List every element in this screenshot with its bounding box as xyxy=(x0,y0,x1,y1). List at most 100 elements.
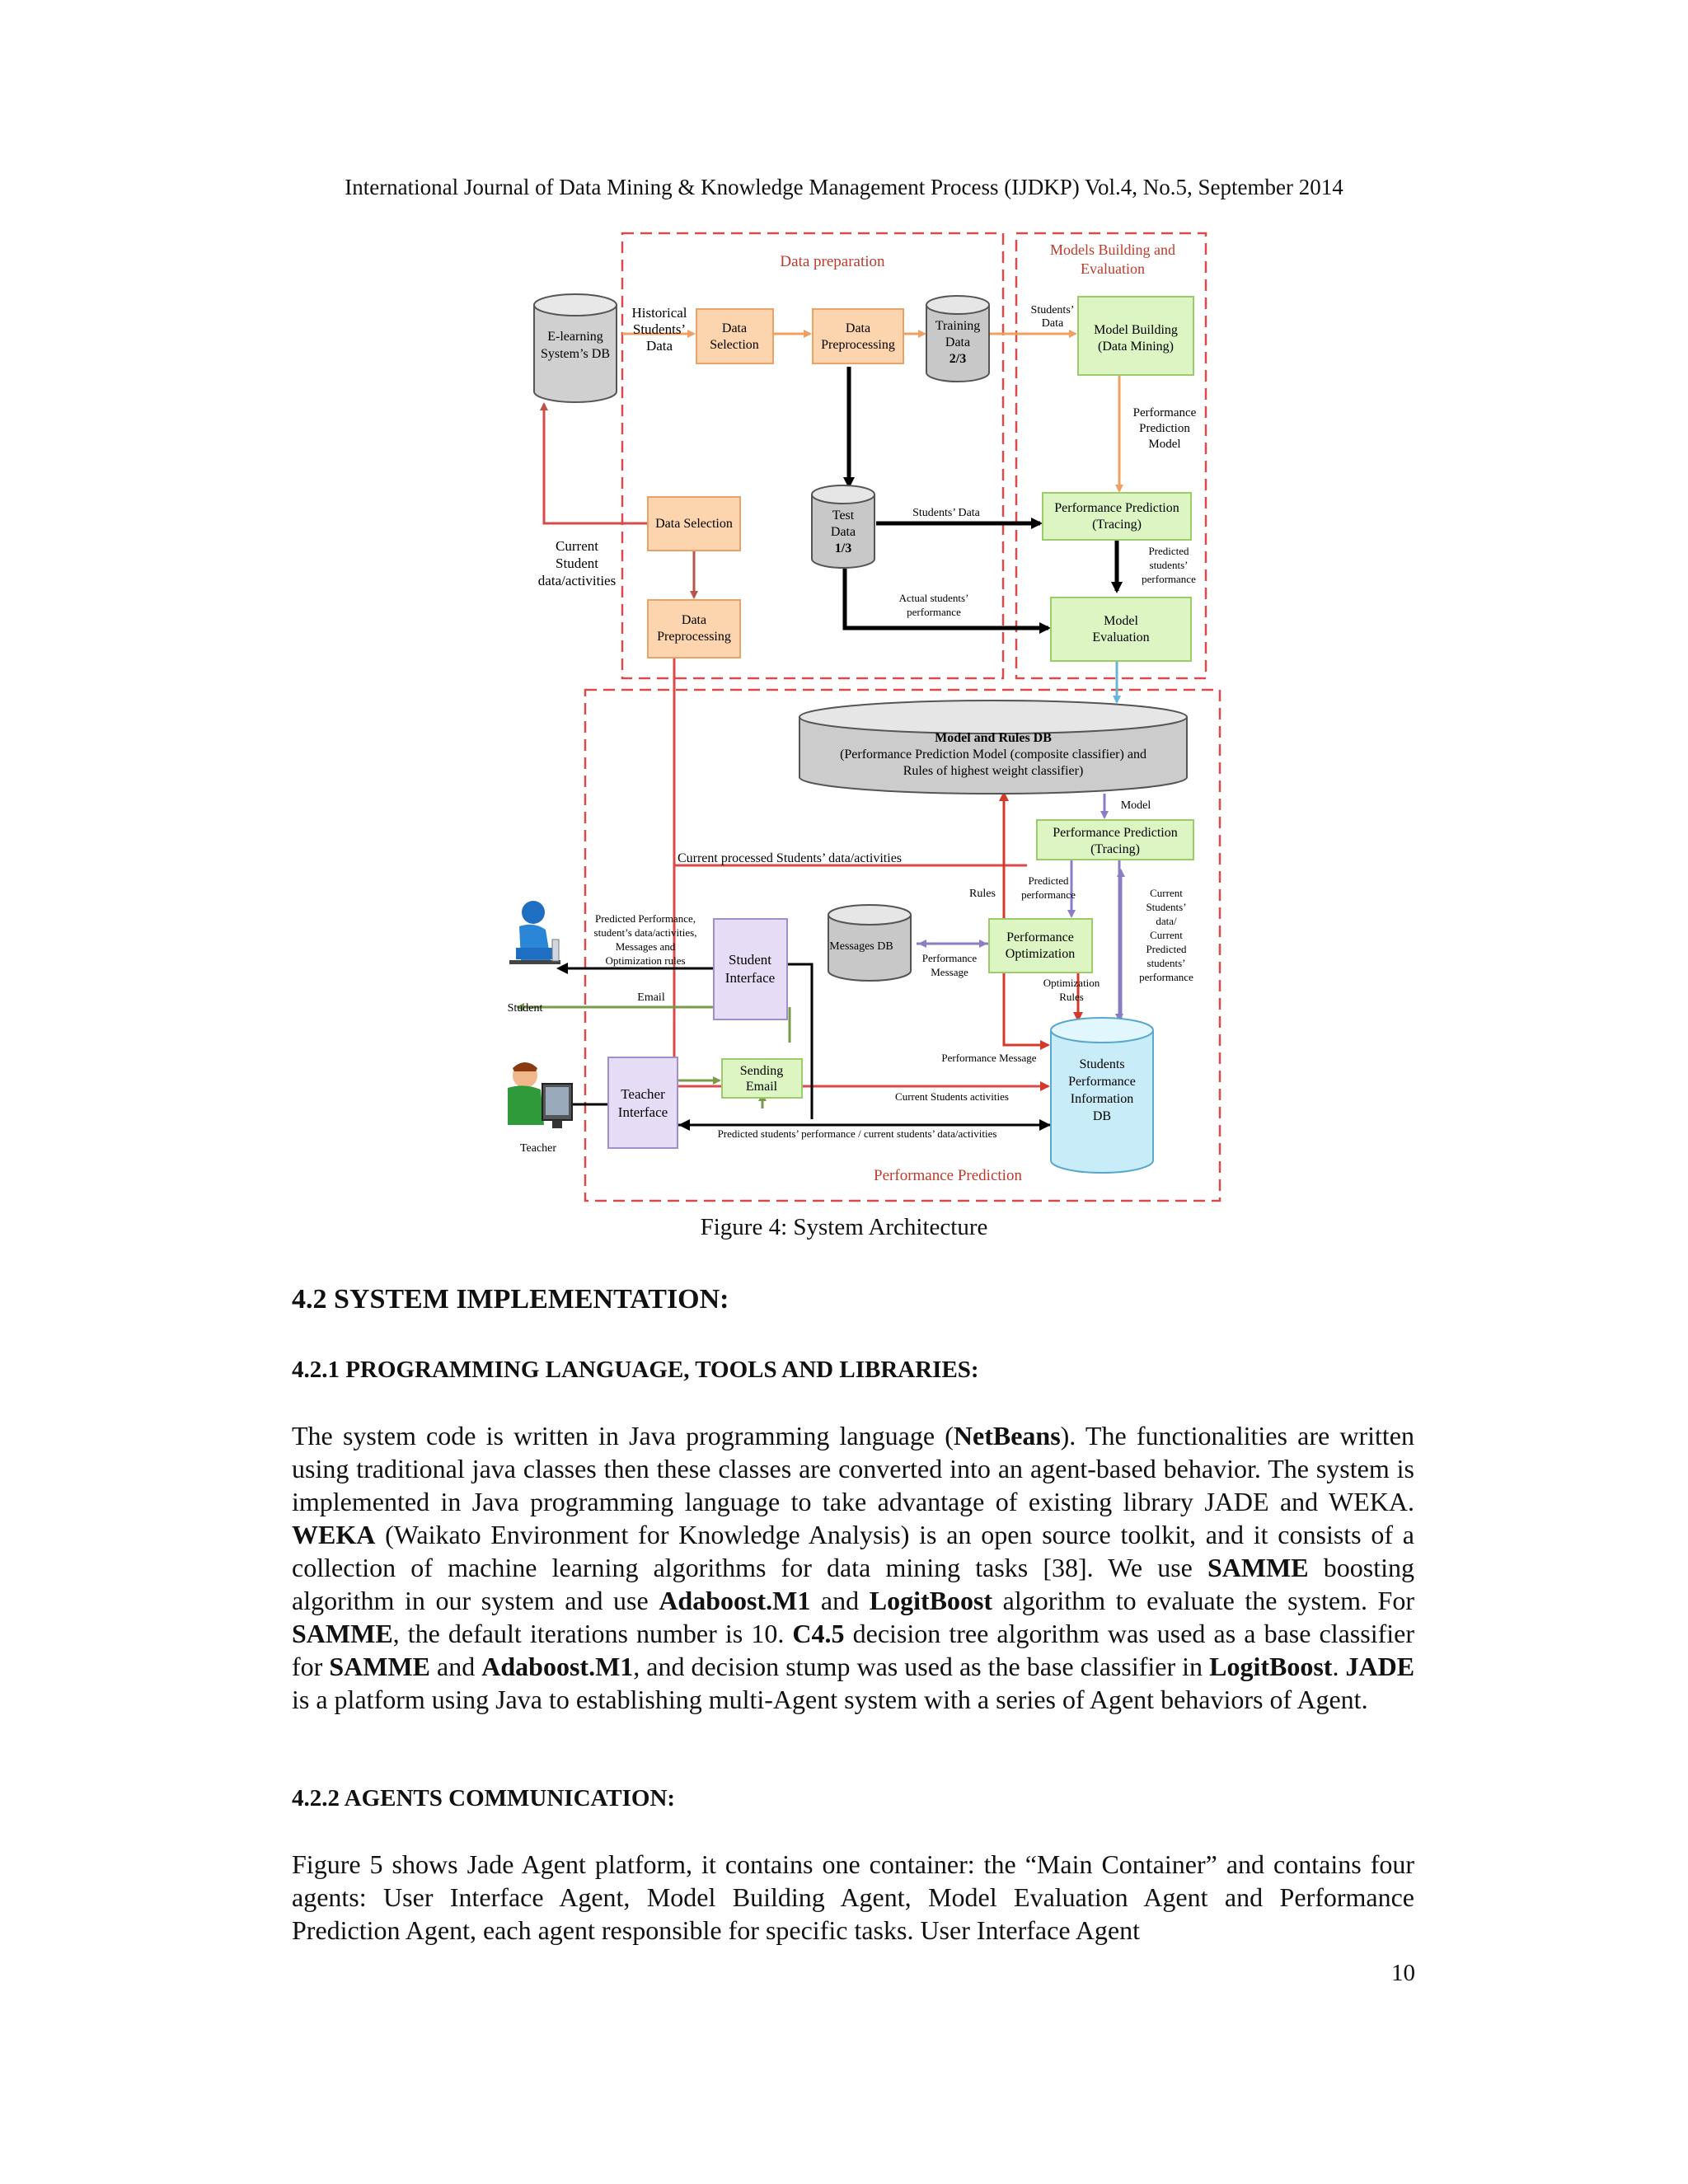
diagram-label-train-2: Data xyxy=(945,335,970,349)
diagram-label-mb-2: (Data Mining) xyxy=(1098,340,1174,354)
diagram-label-curstu-4: Current xyxy=(1150,929,1183,941)
diagram-label-sdata: Students’ Data xyxy=(912,507,981,519)
test-data-cylinder xyxy=(811,485,875,569)
model-building-box xyxy=(1077,296,1194,376)
diagram-label-msgdb: Messages DB xyxy=(829,940,893,953)
performance-prediction-label: Performance Prediction xyxy=(874,1167,1022,1184)
diagram-label-rulesdb-2: (Performance Prediction Model (composite… xyxy=(840,748,1146,762)
diagram-label-pp2-2: (Tracing) xyxy=(1090,842,1140,856)
data-preprocessing-box-2 xyxy=(647,599,741,658)
diagram-label-sd-2: Data xyxy=(1042,317,1064,330)
diagram-label-dpre1-2: Preprocessing xyxy=(821,338,895,352)
diagram-label-curstu-3: data/ xyxy=(1156,915,1177,927)
models-building-label: Models Building and xyxy=(1050,241,1175,258)
diagram-label-train-3: 2/3 xyxy=(950,352,966,366)
diagram-label-dpre1-1: Data xyxy=(846,321,870,335)
paragraph-tools: The system code is written in Java progr… xyxy=(292,1421,1415,1714)
diagram-label-dsel1-1: Data xyxy=(722,321,747,335)
diagram-label-actual-2: performance xyxy=(907,606,961,618)
diagram-label-hist-2: Students’ xyxy=(633,321,686,337)
diagram-label-train-1: Training xyxy=(935,319,981,333)
paragraph-agents: Figure 5 shows Jade Agent platform, it c… xyxy=(292,1849,1414,1945)
diagram-label-spi-2: Performance xyxy=(1068,1075,1136,1089)
model-evaluation-box xyxy=(1050,597,1192,662)
diagram-label-mb-1: Model Building xyxy=(1094,323,1178,337)
diagram-label-send-2: Email xyxy=(746,1080,778,1094)
section-heading-4-2: 4.2 SYSTEM IMPLEMENTATION: xyxy=(292,1284,729,1315)
diagram-label-curact: Current Students activities xyxy=(895,1090,1009,1103)
journal-header: International Journal of Data Mining & K… xyxy=(345,175,1343,199)
diagram-label-student: Student xyxy=(508,1002,543,1015)
performance-prediction-tracing-box xyxy=(1042,492,1192,541)
teacher-interface-box xyxy=(607,1057,678,1149)
section-heading-4-2-2: 4.2.2 AGENTS COMMUNICATION: xyxy=(292,1785,676,1811)
diagram-label-predlist-1: Predicted Performance, xyxy=(595,912,696,925)
diagram-label-predp-1: Predicted xyxy=(1148,545,1189,557)
messages-db-cylinder xyxy=(828,904,912,982)
diagram-label-curstu-5: Predicted xyxy=(1146,943,1187,955)
diagram-label-actual-1: Actual students’ xyxy=(899,592,969,604)
diagram-label-pp2-1: Performance Prediction xyxy=(1053,826,1178,840)
diagram-label-elearn-2: System’s DB xyxy=(541,347,610,361)
diagram-label-dsel2: Data Selection xyxy=(655,517,733,531)
diagram-label-dpre2-2: Preprocessing xyxy=(657,630,731,644)
diagram-label-curstu-1: Current xyxy=(1150,887,1183,899)
diagram-label-curstu-6: students’ xyxy=(1147,957,1186,969)
diagram-label-rules: Rules xyxy=(969,888,996,900)
diagram-label-predline: Predicted students’ performance / curren… xyxy=(718,1127,997,1140)
diagram-label-cur-2: Student xyxy=(556,555,598,571)
diagram-label-hist-3: Data xyxy=(646,338,673,354)
data-preprocessing-box xyxy=(812,308,904,364)
data-selection-box-2 xyxy=(647,496,741,551)
diagram-label-perfmsg: Performance Message xyxy=(941,1052,1036,1064)
diagram-label-predlist-2: student’s data/activities, xyxy=(594,926,697,939)
models-building-label-2: Evaluation xyxy=(1081,260,1145,277)
diagram-label-model: Model xyxy=(1121,799,1151,812)
diagram-label-spi-3: Information xyxy=(1071,1092,1133,1106)
diagram-label-optr-2: Rules xyxy=(1059,991,1084,1003)
diagram-label-cur-1: Current xyxy=(556,538,598,554)
model-rules-db-cylinder xyxy=(799,700,1188,794)
diagram-label-sd-1: Students’ xyxy=(1031,304,1075,316)
diagram-label-pp1-2: (Tracing) xyxy=(1092,518,1142,532)
system-architecture-diagram: Data preparation Models Building and Eva… xyxy=(508,232,1221,1202)
performance-prediction-tracing-box-2 xyxy=(1036,819,1194,860)
diagram-label-meval-1: Model xyxy=(1104,614,1138,628)
diagram-label-email: Email xyxy=(637,991,665,1004)
sending-email-box xyxy=(721,1058,803,1099)
diagram-label-predp-2: students’ xyxy=(1150,559,1189,571)
diagram-label-rulesdb-1: Model and Rules DB xyxy=(935,731,1052,745)
diagram-label-teacher: Teacher xyxy=(520,1142,556,1155)
diagram-label-test-3: 1/3 xyxy=(835,541,851,555)
page-number: 10 xyxy=(1391,1960,1415,1986)
data-selection-box xyxy=(696,308,774,364)
diagram-label-po-2: Optimization xyxy=(1006,947,1075,961)
section-heading-4-2-1: 4.2.1 PROGRAMMING LANGUAGE, TOOLS AND LI… xyxy=(292,1357,979,1383)
diagram-label-test-2: Data xyxy=(831,525,856,539)
diagram-label-curstu-7: performance xyxy=(1139,971,1193,983)
diagram-label-spi-1: Students xyxy=(1079,1057,1124,1071)
diagram-label-pp1-1: Performance Prediction xyxy=(1054,501,1179,515)
diagram-label-predperf-1: Predicted xyxy=(1028,874,1069,887)
diagram-label-meval-2: Evaluation xyxy=(1092,630,1149,644)
performance-prediction-region xyxy=(584,688,1221,1202)
training-data-cylinder xyxy=(926,295,990,382)
student-figure xyxy=(509,901,560,964)
diagram-label-spi-4: DB xyxy=(1093,1109,1111,1123)
data-preparation-label: Data preparation xyxy=(780,253,885,270)
students-performance-db-cylinder xyxy=(1050,1017,1154,1174)
diagram-label-curstu-2: Students’ xyxy=(1146,901,1186,913)
diagram-label-test-1: Test xyxy=(832,509,855,523)
diagram-label-ppm-1: Performance xyxy=(1133,406,1197,419)
diagram-label-ppm-3: Model xyxy=(1148,438,1180,451)
figure-caption: Figure 4: System Architecture xyxy=(700,1214,988,1240)
elearning-db-cylinder xyxy=(533,293,617,403)
diagram-label-si-2: Interface xyxy=(725,970,775,986)
diagram-label-dpre2-1: Data xyxy=(682,613,706,627)
diagram-label-cur-3: data/activities xyxy=(538,573,616,588)
diagram-label-cpsd: Current processed Students’ data/activit… xyxy=(678,851,902,865)
diagram-label-ti-1: Teacher xyxy=(621,1086,665,1102)
diagram-label-dsel1-2: Selection xyxy=(710,338,759,352)
diagram-label-ppm-2: Prediction xyxy=(1139,422,1190,435)
performance-optimization-box xyxy=(988,918,1093,973)
